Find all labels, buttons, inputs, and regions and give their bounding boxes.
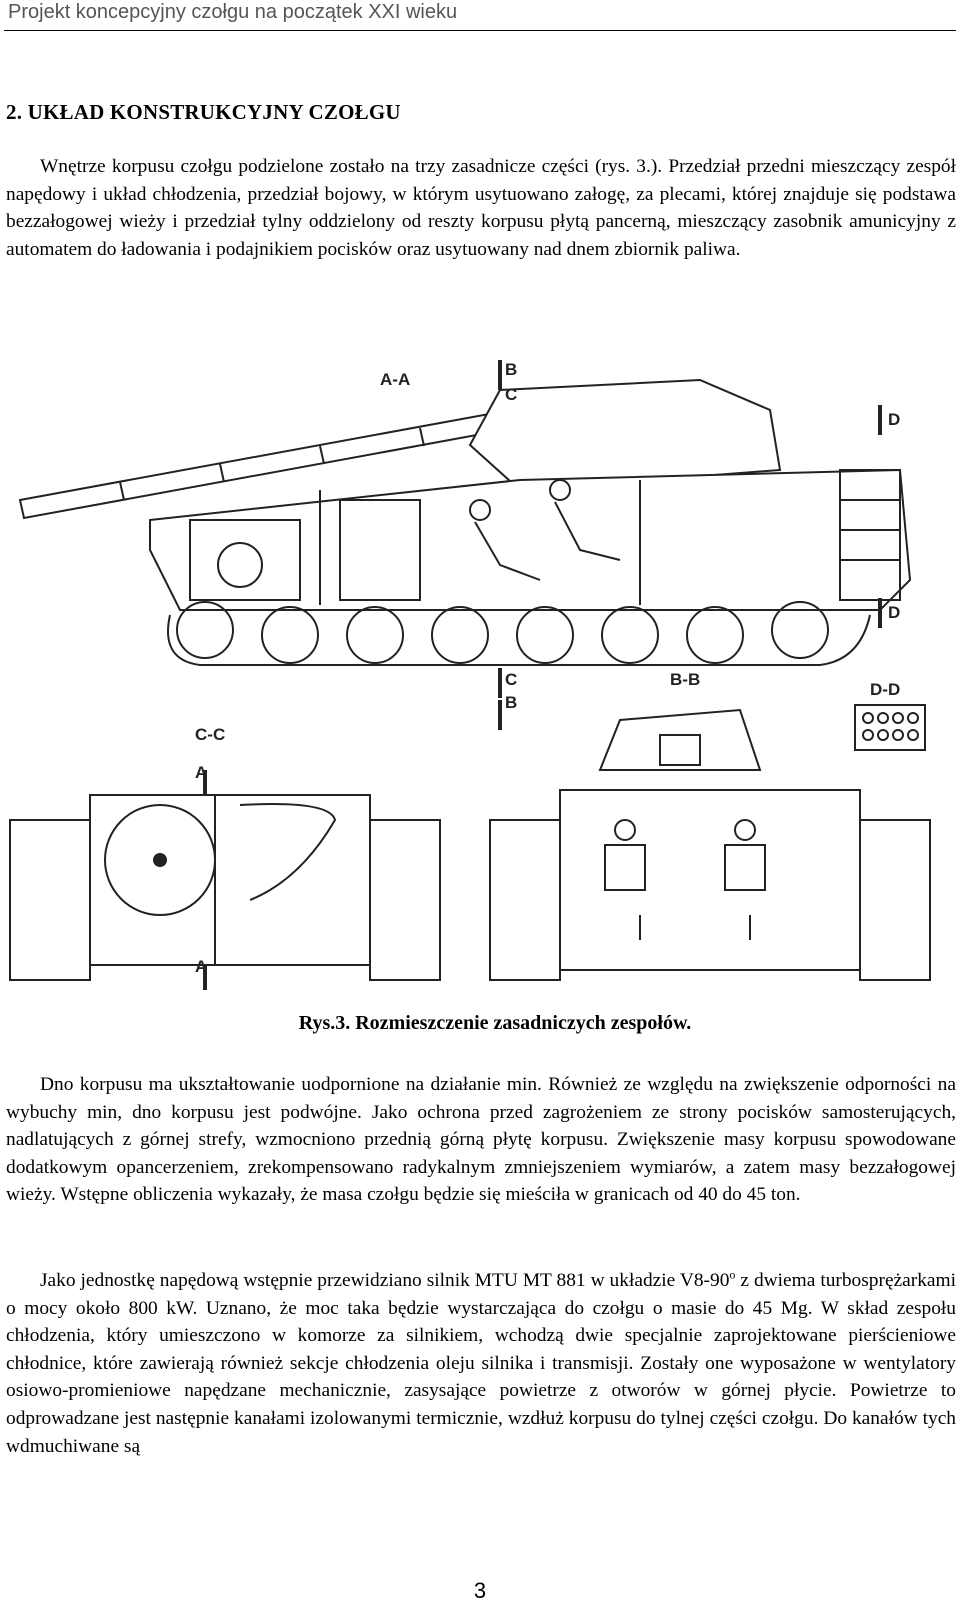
label-section-bb: B-B [670, 670, 700, 689]
page-number: 3 [473, 1578, 487, 1603]
label-b-top: B [505, 360, 517, 379]
label-section-cc: C-C [195, 725, 225, 744]
label-b-bottom: B [505, 693, 517, 712]
label-section-dd: D-D [870, 680, 900, 699]
figure-caption: Rys.3. Rozmieszczenie zasadniczych zespo… [298, 1012, 692, 1034]
running-header-title: Projekt koncepcyjny czołgu na początek X… [8, 1, 458, 23]
label-c-bottom: C [505, 670, 517, 689]
label-c-top: C [505, 385, 517, 404]
paragraph-power-unit-text-a: Jako jednostkę napędową wstępnie przewid… [40, 1270, 730, 1291]
degree-superscript: o [729, 1267, 736, 1282]
label-a-top: A [195, 763, 207, 782]
label-section-aa: A-A [380, 370, 410, 389]
label-a-bottom: A [195, 957, 207, 976]
label-d-bottom: D [888, 603, 900, 622]
tank-cutaway-drawing: A-A B C D D C B B-B D-D C-C A A [9, 360, 931, 990]
paragraph-power-unit-text-b: z dwiema turbosprężarkami o mocy około 8… [6, 1270, 957, 1457]
paragraph-hull-floor: Dno korpusu ma ukształtowanie uodpornion… [6, 1074, 956, 1206]
label-d-top: D [888, 410, 900, 429]
tank-layout-figure: A-A B C D D C B B-B D-D C-C A A [0, 350, 960, 1010]
paragraph-power-unit: Jako jednostkę napędową wstępnie przewid… [6, 1267, 956, 1460]
running-header: Projekt koncepcyjny czołgu na początek X… [4, 0, 956, 31]
paragraph-interior-layout: Wnętrze korpusu czołgu podzielone został… [6, 156, 956, 260]
chapter-heading: 2. UKŁAD KONSTRUKCYJNY CZOŁGU [6, 100, 401, 124]
